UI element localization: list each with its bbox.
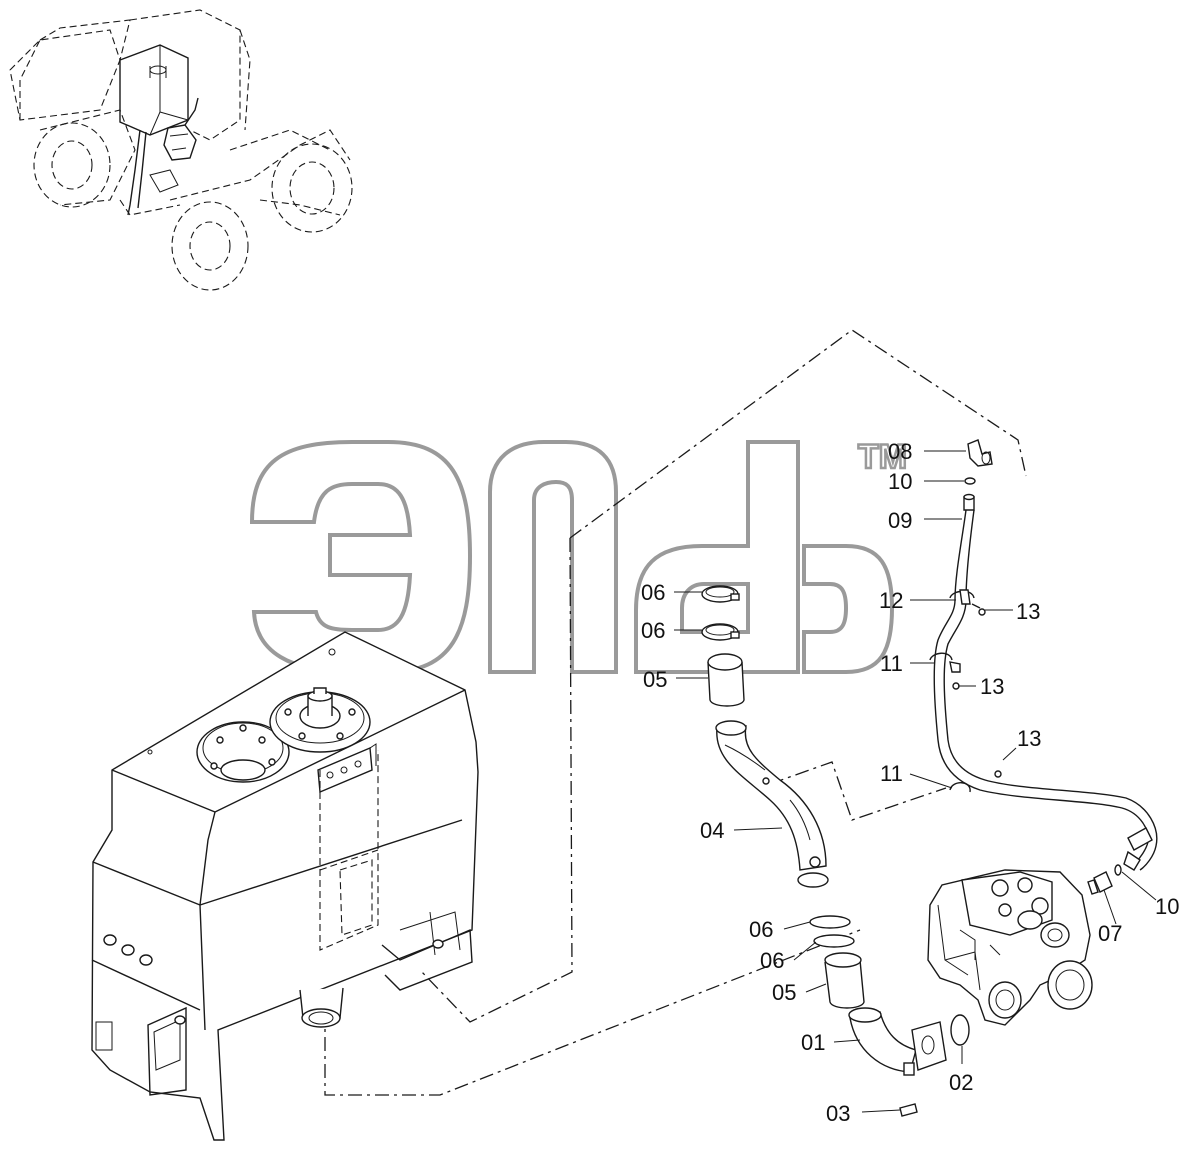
label-02: 02 [949,1070,973,1095]
filler-cover [196,721,290,783]
label-06-b: 06 [641,618,665,643]
label-10-bottom: 10 [1155,894,1179,919]
label-11-a: 11 [880,651,903,676]
label-13-a: 13 [1016,599,1040,624]
label-06-c: 06 [749,917,773,942]
label-07: 07 [1098,921,1122,946]
leader-lines [674,450,1157,1113]
hydraulic-tank [91,631,479,1141]
drain-line-assembly [929,439,1158,895]
label-08: 08 [888,439,912,464]
suction-hose-assembly [701,585,970,1117]
hydraulic-pump [927,869,1093,1026]
label-06-d: 06 [760,948,784,973]
label-04: 04 [700,818,724,843]
label-05-top: 05 [643,667,667,692]
label-01: 01 [801,1030,825,1055]
watermark-tm: TM [858,438,907,476]
part-labels: 08 10 09 06 06 05 12 13 11 13 13 11 04 0… [641,439,1179,1126]
tank-side-fittings [103,934,186,1025]
label-13-b: 13 [980,674,1004,699]
sensor-bracket [317,743,377,794]
label-06-a: 06 [641,580,665,605]
label-05-bottom: 05 [772,980,796,1005]
label-12: 12 [879,588,903,613]
label-11-b: 11 [880,761,903,786]
breather-filter [269,687,371,753]
frame-outlines [324,329,1027,1096]
vehicle-overview [9,9,353,291]
label-03: 03 [826,1101,850,1126]
tank-outlet [299,911,473,1028]
watermark-logo: TM [249,437,908,674]
label-10-top: 10 [888,469,912,494]
label-13-c: 13 [1017,726,1041,751]
label-09: 09 [888,508,912,533]
